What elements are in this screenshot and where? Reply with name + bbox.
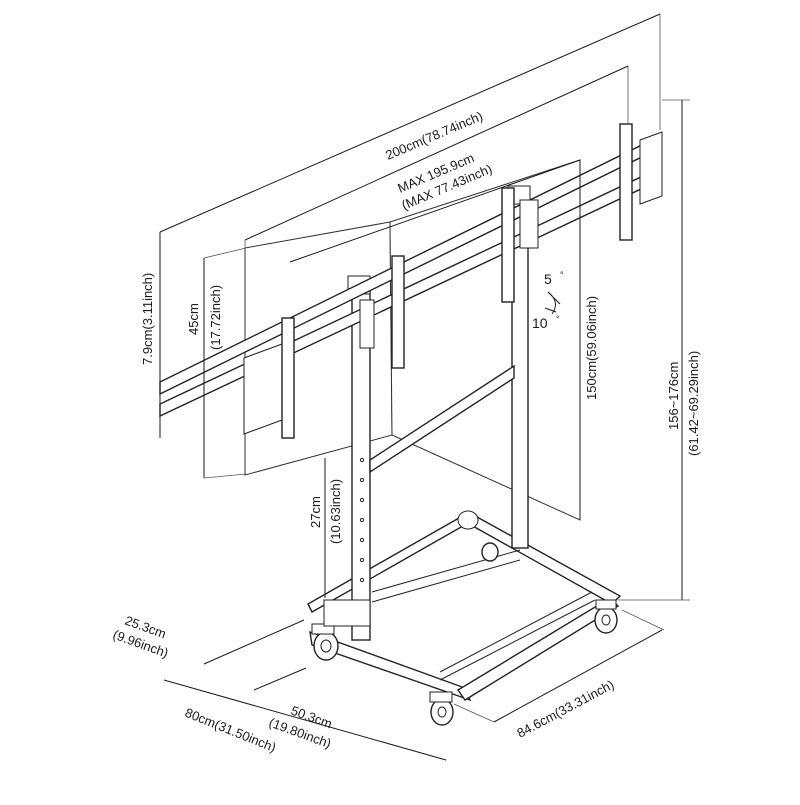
tilt-indicator: 5 ° 10 ° [532, 270, 564, 331]
vesa-arm [619, 123, 633, 241]
label-total-height-cm: 156~176cm [666, 362, 681, 430]
vesa-arm [391, 255, 405, 369]
dim-line-base-width [493, 629, 663, 723]
degree-symbol: ° [560, 270, 564, 280]
middle-crossbar [369, 364, 515, 474]
caster-wheel [311, 623, 339, 661]
dim-line-total-width [159, 13, 661, 233]
dim-line-foot-offset [203, 619, 305, 665]
label-base-width: 84.6cm(33.31inch) [514, 677, 616, 741]
tv-screen-right [389, 159, 581, 521]
base-rail-front [309, 630, 472, 702]
label-shelf-height-inch: (10.63inch) [328, 479, 343, 544]
base-crossbar-2 [371, 559, 521, 603]
dimension-lines [159, 13, 690, 761]
base-rail-right [456, 597, 620, 701]
dim-line-inner-depth [253, 667, 307, 691]
degree-symbol: ° [556, 314, 560, 324]
label-total-height-inch: (61.42~69.29inch) [686, 351, 701, 456]
caster-wheel [429, 691, 454, 726]
label-vertical-span: 150cm(59.06inch) [584, 296, 599, 400]
vesa-arm [281, 317, 295, 439]
base-crossbar-3 [439, 599, 596, 681]
label-base-depth: 80cm(31.50inch) [183, 705, 278, 755]
vesa-arms [281, 123, 633, 439]
caster-wheel [594, 599, 618, 634]
caster-wheel [457, 510, 499, 562]
tilt-arrow-icon [544, 291, 561, 315]
caster-wheels [311, 510, 618, 726]
label-bracket-height: 7.9cm(3.11inch) [140, 273, 155, 365]
shelf-bracket [323, 599, 371, 627]
label-mount-height-cm: 45cm [186, 303, 201, 335]
clamp [519, 199, 539, 249]
tilt-down-value: 10 [532, 315, 548, 331]
dim-line-base-depth [163, 679, 447, 761]
dim-line-screen-top [289, 159, 581, 263]
dim-line-max-width [244, 65, 629, 241]
clamp [359, 299, 375, 349]
tilt-up-value: 5 [544, 271, 552, 287]
bracket-plate-right [639, 131, 663, 205]
label-mount-height-inch: (17.72inch) [208, 285, 223, 350]
bracket-plate-left [243, 343, 283, 435]
vesa-arm [501, 187, 515, 303]
vertical-posts [347, 185, 531, 641]
base-crossbar-4 [439, 591, 593, 673]
label-shelf-height-cm: 27cm [308, 496, 323, 528]
